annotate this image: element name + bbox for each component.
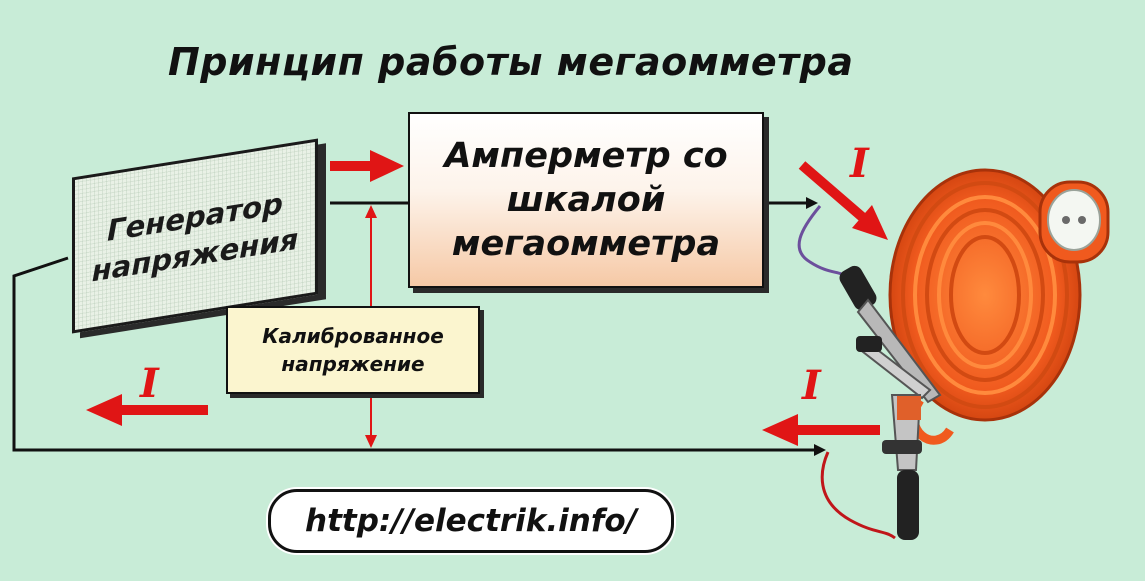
calibrated-voltage-block: Калиброванное напряжение xyxy=(226,306,480,394)
ammeter-block: Амперметр со шкалой мегаомметра xyxy=(408,112,764,288)
current-label-left: I xyxy=(140,360,159,407)
red-arrow-into-ammeter xyxy=(330,150,404,182)
red-probe-wire xyxy=(820,451,896,540)
calibrated-connector xyxy=(365,205,377,448)
wire-return xyxy=(12,256,820,452)
current-label-right: I xyxy=(802,362,821,409)
site-url-badge[interactable]: http://electrik.info/ xyxy=(268,489,674,553)
page-title: Принцип работы мегаомметра xyxy=(168,40,854,84)
ammeter-label-line1: Амперметр со xyxy=(444,136,728,176)
calibrated-label-line2: напряжение xyxy=(281,352,425,376)
ammeter-label-line3: мегаомметра xyxy=(451,224,721,264)
alligator-clip-bottom-icon xyxy=(882,394,922,540)
current-label-top: I xyxy=(850,140,869,187)
purple-probe-wire xyxy=(797,205,850,280)
red-arrow-left-probe xyxy=(762,414,880,446)
calibrated-label-line1: Калиброванное xyxy=(262,324,444,348)
ammeter-label-line2: шкалой xyxy=(506,180,666,220)
red-arrow-left-return xyxy=(86,394,208,426)
alligator-clip-top-icon xyxy=(839,265,942,404)
wire-arrowhead-top xyxy=(806,197,818,209)
wire-arrowhead-bottom xyxy=(814,444,826,456)
extension-cord-reel-icon xyxy=(888,168,1110,445)
red-arrow-diagonal xyxy=(798,161,888,240)
